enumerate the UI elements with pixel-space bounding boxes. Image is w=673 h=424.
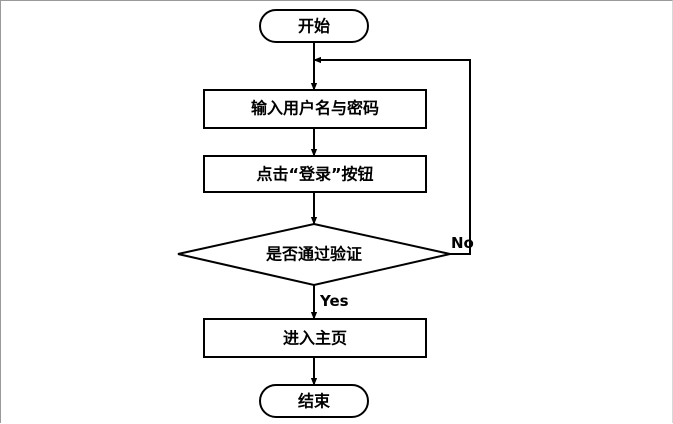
input-credentials-label: 输入用户名与密码 — [251, 99, 379, 118]
no-branch-label: No — [451, 234, 474, 252]
click-login-label: 点击“登录”按钮 — [256, 165, 373, 184]
end-terminator — [259, 384, 369, 418]
end-label: 结束 — [297, 392, 331, 411]
yes-branch-label: Yes — [319, 292, 349, 310]
input-credentials-box — [203, 89, 427, 129]
verification-decision-label: 是否通过验证 — [265, 245, 362, 264]
start-label: 开始 — [298, 17, 330, 36]
enter-homepage-label: 进入主页 — [283, 329, 347, 348]
edge-decision-no-loop — [313, 56, 471, 255]
